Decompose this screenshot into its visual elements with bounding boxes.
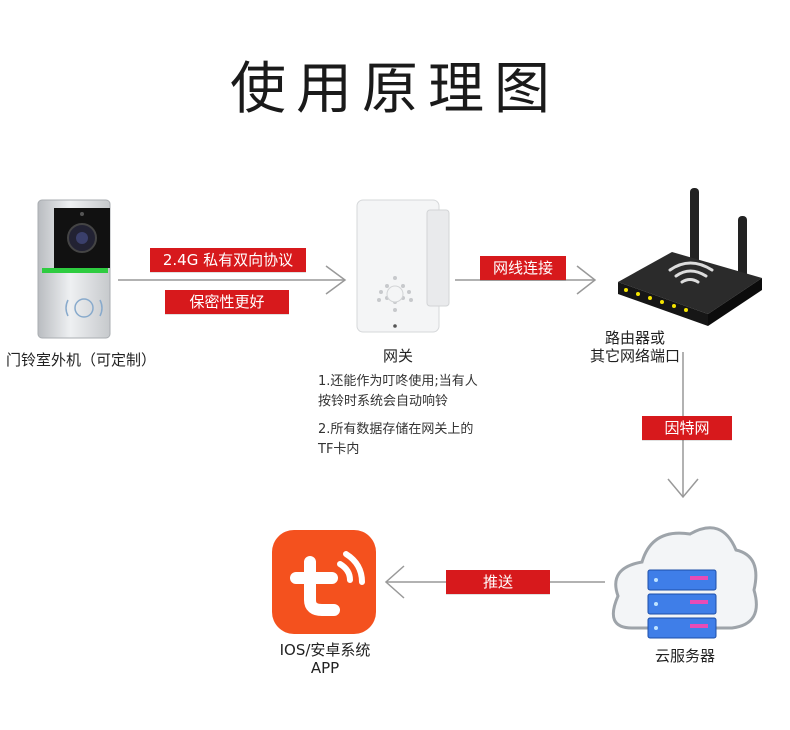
app-label-line-2: APP bbox=[310, 659, 340, 677]
app-icon bbox=[272, 530, 376, 634]
tuya-logo-icon bbox=[290, 551, 365, 616]
link-tag-security: 保密性更好 bbox=[165, 290, 289, 314]
gateway-note-line-1: 1.还能作为叮咚使用;当有人 bbox=[318, 374, 478, 389]
link-tag-protocol: 2.4G 私有双向协议 bbox=[150, 248, 306, 272]
gateway-note-line-2: 按铃时系统会自动响铃 bbox=[318, 394, 449, 409]
doorbell-device bbox=[37, 199, 111, 339]
cloud-label: 云服务器 bbox=[654, 647, 715, 665]
link-tag-internet: 因特网 bbox=[642, 416, 732, 440]
router-label-line-2: 其它网络端口 bbox=[589, 347, 680, 365]
router-label-line-1: 路由器或 bbox=[604, 329, 665, 347]
cloud-server-device bbox=[611, 526, 758, 639]
link-tag-push: 推送 bbox=[446, 570, 550, 594]
gateway-device bbox=[356, 199, 450, 333]
app-label-line-1: IOS/安卓系统 bbox=[279, 641, 371, 659]
gateway-note-line-4: TF卡内 bbox=[318, 442, 360, 457]
gateway-label: 网关 bbox=[382, 347, 413, 365]
page-title: 使用原理图 bbox=[230, 57, 560, 122]
doorbell-label: 门铃室外机（可定制） bbox=[6, 351, 157, 369]
link-tag-ethernet: 网线连接 bbox=[480, 256, 566, 280]
gateway-note-line-3: 2.所有数据存储在网关上的 bbox=[318, 422, 474, 437]
router-device bbox=[618, 188, 762, 326]
